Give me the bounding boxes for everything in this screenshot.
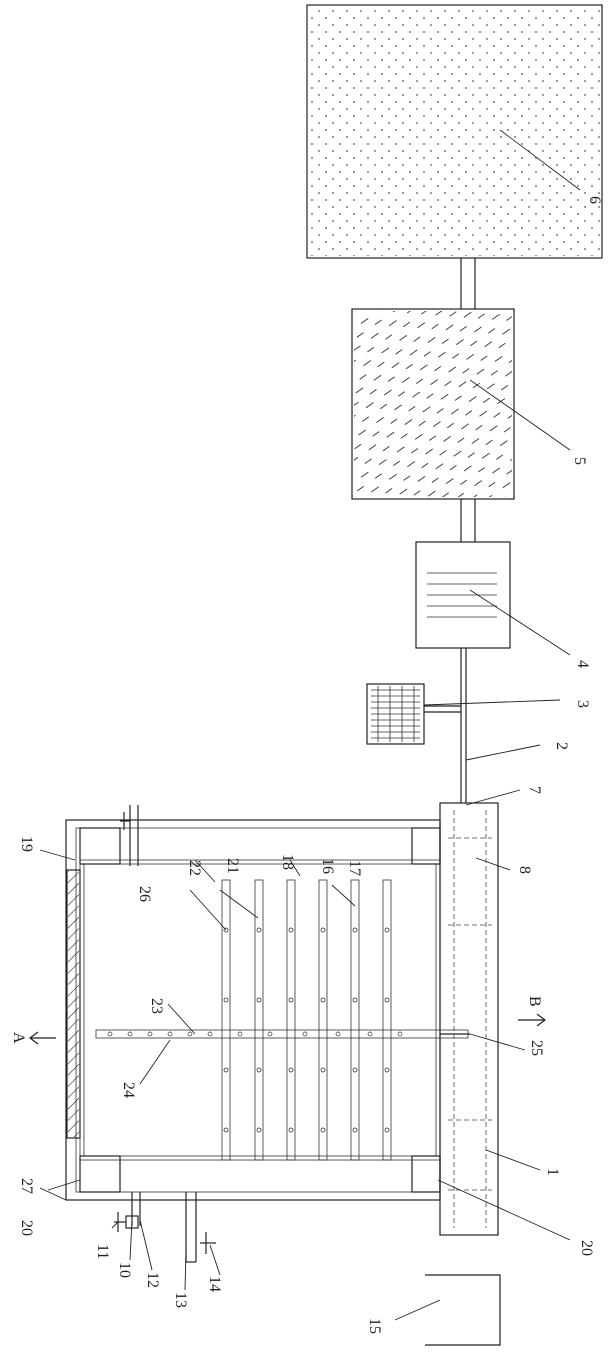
heating-rods [222, 880, 391, 1160]
label-7: 7 [526, 786, 543, 794]
label-13: 13 [172, 1292, 189, 1308]
vessel-outer-wall [66, 820, 440, 1200]
tank-6 [307, 5, 602, 258]
label-14: 14 [206, 1276, 223, 1292]
valve-assembly [114, 1192, 140, 1232]
label-25: 25 [528, 1040, 545, 1056]
inner-chamber [80, 860, 440, 1160]
label-19: 19 [18, 836, 35, 852]
label-15: 15 [366, 1318, 383, 1334]
outlet-pipe-13 [186, 1192, 216, 1262]
blocks-20 [80, 828, 440, 1192]
label-3: 3 [574, 700, 591, 708]
label-17: 17 [346, 860, 363, 876]
pipe-5-to-4 [461, 499, 475, 542]
label-27: 27 [18, 1178, 35, 1194]
base-plate-1 [440, 803, 498, 1235]
label-1: 1 [544, 1168, 561, 1176]
label-24: 24 [120, 1082, 137, 1098]
label-B: B [526, 996, 543, 1007]
label-20-top: 20 [18, 1220, 35, 1236]
label-21: 21 [224, 858, 241, 874]
label-22: 22 [186, 860, 203, 876]
label-10: 10 [116, 1262, 133, 1278]
label-5: 5 [571, 457, 588, 465]
section-arrow-b [518, 1014, 545, 1026]
label-2: 2 [553, 742, 570, 750]
label-6: 6 [586, 196, 603, 204]
label-4: 4 [574, 660, 591, 668]
container-15 [425, 1275, 500, 1345]
cover-19 [67, 870, 80, 1138]
label-18: 18 [279, 854, 296, 870]
label-11: 11 [94, 1244, 111, 1259]
tank-5 [352, 309, 514, 499]
label-26: 26 [136, 886, 153, 902]
label-8: 8 [516, 866, 533, 874]
label-20-bottom: 20 [578, 1240, 595, 1256]
tank-4 [416, 542, 510, 648]
label-A: A [10, 1032, 27, 1044]
label-16: 16 [319, 858, 336, 874]
pipe-2 [424, 648, 466, 803]
top-valve [120, 805, 138, 866]
label-23: 23 [148, 998, 165, 1014]
central-pipe [96, 1030, 470, 1038]
label-12: 12 [144, 1272, 161, 1288]
device-3 [367, 684, 424, 744]
pipe-6-to-5 [461, 258, 475, 309]
section-arrow-a [30, 1032, 56, 1044]
